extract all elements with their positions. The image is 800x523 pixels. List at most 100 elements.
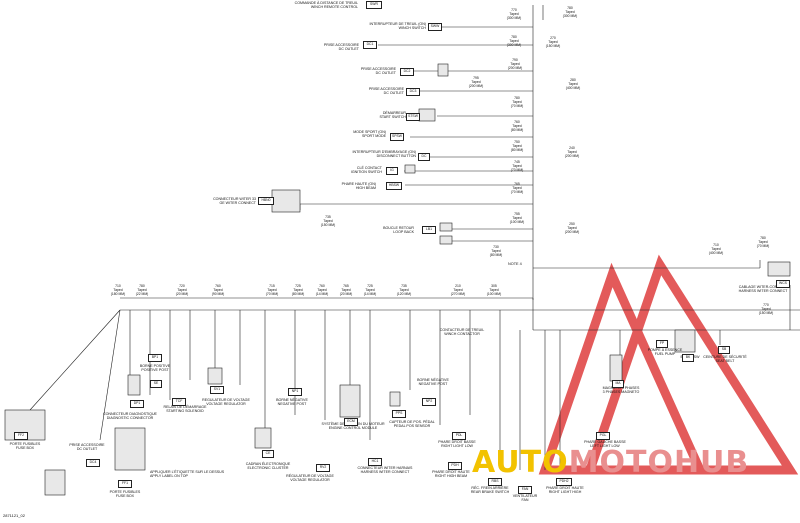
code-hc1: HC1 [368,458,382,466]
code-dc2: DC2 [400,68,414,76]
tape-745: 745 Taped (70 MM) [510,160,524,172]
label-voltage-regulator: REGULATEUR DE VOLTAGE VOLTAGE REGULATOR [202,398,250,407]
code-fp: FP [656,340,668,348]
tape-mid-780: 780 Taped (300 MM) [562,6,578,18]
tape-bus-725: 725 Taped (80 MM) [291,284,305,296]
label-sport-mode: MODE SPORT (ON) SPORT MODE [353,130,386,139]
code-ma: MA [612,380,624,388]
code-dp1: DP1 [130,400,144,408]
tape-right-770: 770 Taped (150 MM) [758,303,774,315]
code-dc4: DC4 [86,459,100,467]
tape-mid-250: 250 Taped (200 MM) [564,222,580,234]
tape-right-710: 710 Taped (400 MM) [708,243,724,255]
code-ce: CE [262,450,274,458]
tape-bus-720: 720 Taped (20 MM) [175,284,189,296]
code-pdh: PDH [448,462,462,470]
tape-mid-270: 270 Taped (150 MM) [545,36,561,48]
note-ref: NOTE 4 [508,262,522,266]
tape-bus-765: 765 Taped (20 MM) [339,284,353,296]
code-pdl: PDL [452,432,466,440]
tape-780b: 780 Taped (70 MM) [510,96,524,108]
tape-770: 770 Taped (300 MM) [506,8,522,20]
tape-755: 755 Taped (100 MM) [509,212,525,224]
label-voltage-regulator-2: RÉGULATEUR DE VOLTAGE VOLTAGE REGULATOR [286,474,334,483]
tape-mid-240: 240 Taped (200 MM) [564,146,580,158]
label-electronic-cluster: CADRAN ÉLECTRONIQUE ELECTRONIC CLUSTER [245,462,291,471]
label-disconnect-button: INTERRUPTEUR D'EMBRAYAGE (ON) DISCONNECT… [352,150,416,159]
code-ecm: ECM [344,418,358,426]
code-ig: IG [386,167,398,175]
code-np2: NP2 [422,398,436,406]
code-bk: BK [682,354,694,362]
label-negative-post-2: BORNE NÉGATIVE NEGATIVE POST [417,378,449,387]
label-dc-outlet-4: PRISE ACCESSOIRE DC OUTLET [69,443,105,452]
tape-765: 765 Taped (70 MM) [510,182,524,194]
tape-730: 730 Taped (80 MM) [489,245,503,257]
label-pedal-sensor: CAPTEUR DE POS. PÉDAL PEDAL POS SENSOR [389,420,435,429]
label-apply-label: APPLIQUER L'ÉTIQUETTE SUR LE DESSUS APPL… [150,470,225,479]
code-pps: PPS [392,410,406,418]
brand-part1: AUTO [472,445,569,480]
watermark-logo: AUTOMOTOHUB [472,448,749,478]
label-seat-belt: CEINTURE DE SÉCURITÉ SEAT BELT [703,355,747,364]
tape-795: 795 Taped (200 MM) [468,76,484,88]
label-fuse-box-1: PORTE FUSIBLES FUSE BOX [109,490,141,499]
label-right-high-beam: PHARE DROIT HAUTE RIGHT HIGH BEAM [432,470,470,479]
code-hbsw: HBSW [386,182,402,190]
label-winch-switch: INTERRUPTEUR DE TREUIL (ON) WINCH SWITCH [369,22,426,31]
label-fuel-pump: POMPE À ESSENCE FUEL PUMP [647,348,683,357]
tape-bus-760b: 760 Taped (14 MM) [315,284,329,296]
code-ff2: FF2 [14,432,28,440]
label-winch-remote: COMMANDE À DISTANCE DE TREUIL WINCH REMO… [294,1,358,10]
tape-bus-780: 780 Taped (22 MM) [135,284,149,296]
label-fuse-box-2: PORTE FUSIBLES FUSE BOX [9,442,41,451]
label-winch-contactor: CONTACTEUR DE TREUIL WINCH CONTACTOR [439,328,485,337]
tape-right-780: 780 Taped (70 MM) [756,236,770,248]
code-spsw: SPSW [390,133,404,141]
label-start-switch: DÉMARREUR START SWITCH [379,111,406,120]
tape-bus-725b: 725 Taped (14 MM) [363,284,377,296]
code-sb: SB [718,346,730,354]
label-right-light-high-2: PHARE DROIT HAUTE RIGHT LIGHT HIGH [546,486,584,495]
connector-shapes [4,63,791,496]
code-hbn0: HBN0 [258,197,274,205]
label-magneto: MAGNÉTO 3 PHASES 3 PHASES MAGNETO [602,386,640,395]
code-lb1: LB1 [422,226,436,234]
code-dc: DC [418,153,430,161]
code-wcs: WCS [776,280,790,288]
label-dc-outlet-3: PRISE ACCESSOIRE DC OUTLET [368,87,404,96]
tape-bus-760: 760 Taped (90 MM) [211,284,225,296]
code-rbs: RBS [488,478,502,486]
label-right-light-low: PHARE DROIT BASSE RIGHT LIGHT LOW [438,440,476,449]
code-fan: FAN [518,486,532,494]
code-swr: SWR [366,1,382,9]
code-dc1: DC1 [363,41,377,49]
tape-735: 735 Taped (150 MM) [320,215,336,227]
tape-790: 790 Taped (200 MM) [507,58,523,70]
code-np1: NP1 [288,388,302,396]
watermark-triangles [538,254,799,475]
label-rear-brake: RÉC. FREIN ARRIÈRE REAR BRAKE SWITCH [470,486,510,495]
code-ff1: FF1 [118,480,132,488]
code-pgl: PGL [596,432,610,440]
label-left-light-low: PHARE GAUCHE BASSE LEFT LIGHT LOW [584,440,626,449]
code-sww: SWW [428,23,442,31]
tape-780: 780 Taped (300 MM) [506,35,522,47]
tape-bus-735: 735 Taped (120 MM) [396,284,412,296]
tape-750: 750 Taped (80 MM) [510,140,524,152]
label-diagnostic-connector: CONNECTEUR DIAGNOSTIQUE DIAGNOSTIC CONNE… [103,412,157,421]
code-stsw: STSW [406,113,420,121]
code-dc3: DC3 [406,88,420,96]
tape-mid-280: 280 Taped (400 MM) [565,78,581,90]
label-harness-witer: CONNECTEUR WITER HARNAIS HARNESS WITER C… [357,466,413,475]
label-fan: VENTILATEUR FAN [512,494,538,503]
code-tcf: TCF [172,398,186,406]
label-high-beam: PHARE HAUTE (ON) HIGH BEAM [341,182,376,191]
tape-760: 760 Taped (80 MM) [510,120,524,132]
tape-bus-710: 710 Taped (180 MM) [110,284,126,296]
label-loop-back: BOUCLE RETOUR LOOP BACK [383,226,414,235]
code-se: SE [150,380,162,388]
tape-bus-210: 210 Taped (270 MM) [450,284,466,296]
